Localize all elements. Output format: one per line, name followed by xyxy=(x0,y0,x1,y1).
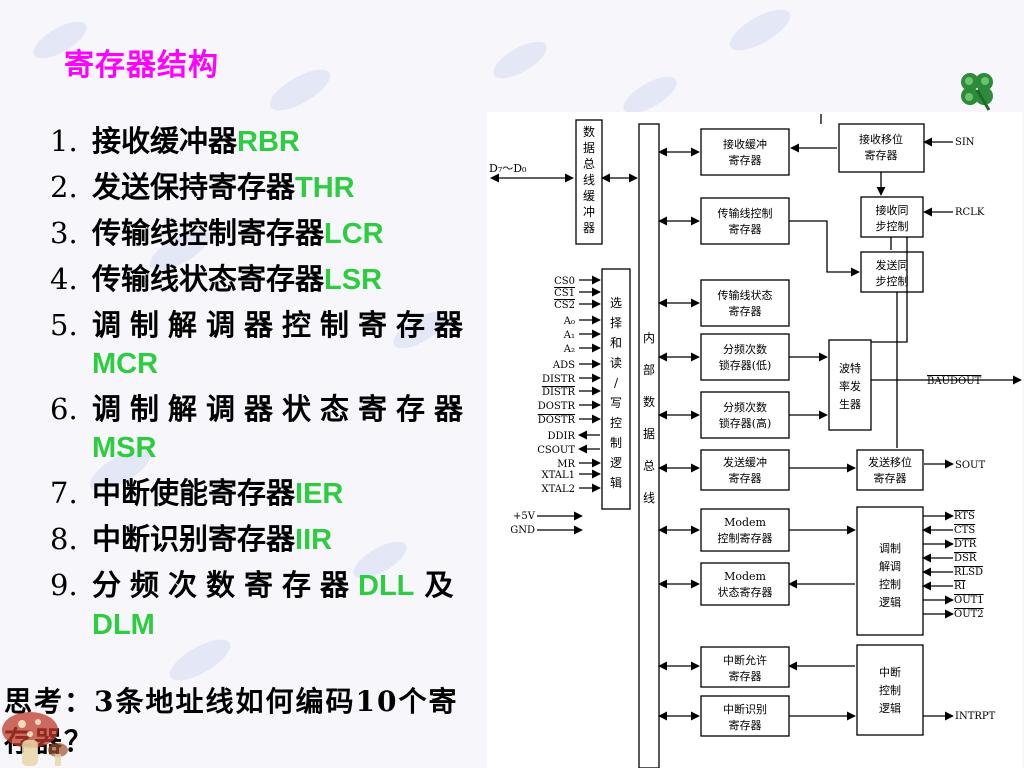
control-pin-label: DDIR xyxy=(547,431,575,442)
control-pin-label: CS0 xyxy=(554,276,575,287)
item-number: 8. xyxy=(50,522,78,556)
signal-modem-pin: RLSD xyxy=(954,567,983,578)
register-conjunction: 及 xyxy=(424,568,454,602)
mushroom-icon xyxy=(2,712,68,766)
block-dlm: 分频次数锁存器(高) xyxy=(719,400,772,430)
block-lsr: 传输线状态寄存器 xyxy=(718,288,773,318)
register-list: 1. 接收缓冲器RBR 2. 发送保持寄存器THR 3. 传输线控制寄存器LCR 4.… xyxy=(50,122,490,651)
control-pin-label: CS1 xyxy=(554,288,575,299)
block-rsr: 接收移位寄存器 xyxy=(859,132,903,162)
control-pin-label: CSOUT xyxy=(537,445,575,456)
register-item: 8. 中断识别寄存器IIR xyxy=(50,520,490,559)
control-pin-label: A₂ xyxy=(563,344,575,355)
register-abbr: LSR xyxy=(324,264,383,296)
block-tx-sync: 发送同步控制 xyxy=(876,258,909,288)
signal-modem-pin: RI xyxy=(954,581,966,592)
register-item: 2. 发送保持寄存器THR xyxy=(50,168,490,207)
signal-modem-pin: RTS xyxy=(954,511,975,522)
uart-block-diagram: 数据总线缓冲器 选择和读/写控制逻辑 内部数据总线 D₇～D₀ 接收缓冲寄存器接… xyxy=(489,114,1022,768)
block-dll: 分频次数锁存器(低) xyxy=(719,342,772,372)
control-pin-label: XTAL1 xyxy=(542,470,575,481)
item-number: 5. xyxy=(50,308,78,342)
register-item: 1. 接收缓冲器RBR xyxy=(50,122,490,161)
register-name: 调制解调器状态寄存器 xyxy=(92,392,473,426)
control-pin-label: DOSTR xyxy=(538,415,576,426)
buffer-label: 数据总线缓冲器 xyxy=(583,124,595,235)
block-tsr: 发送移位寄存器 xyxy=(868,455,912,485)
signal-modem-pin: CTS xyxy=(954,525,975,536)
control-pin-label: DISTR xyxy=(542,387,575,398)
power-pin-label: GND xyxy=(510,525,535,536)
question-text: 思考：3条地址线如何编码10个寄存器？ xyxy=(4,685,459,758)
data-bus-label: D₇～D₀ xyxy=(489,162,527,175)
control-pin-label: DISTR xyxy=(542,374,575,385)
register-name: 传输线控制寄存器 xyxy=(92,216,325,250)
signal-sin: SIN xyxy=(955,137,975,148)
register-abbr: MCR xyxy=(92,348,159,380)
internal-bus-label: 内部数据总线 xyxy=(643,331,655,505)
block-rbr: 接收缓冲寄存器 xyxy=(723,137,767,167)
signal-modem-pin: DSR xyxy=(954,553,977,564)
register-name: 中断使能寄存器 xyxy=(92,476,296,510)
register-abbr: RBR xyxy=(237,126,300,158)
item-number: 7. xyxy=(50,476,78,510)
signal-intrpt: INTRPT xyxy=(955,711,996,722)
item-number: 2. xyxy=(50,170,78,204)
item-number: 6. xyxy=(50,392,78,426)
control-pin-label: DOSTR xyxy=(538,401,576,412)
register-abbr: LCR xyxy=(324,218,384,250)
item-number: 4. xyxy=(50,262,78,296)
slide-title: 寄存器结构 xyxy=(64,48,219,83)
signal-modem-pin: OUT2 xyxy=(954,609,984,620)
control-pin-label: A₁ xyxy=(563,330,575,341)
item-number: 1. xyxy=(50,124,78,158)
register-item: 6. 调制解调器状态寄存器 MSR xyxy=(50,390,490,467)
block-modem-logic: 调制解调控制逻辑 xyxy=(879,542,901,609)
item-number: 9. xyxy=(50,568,78,602)
signal-modem-pin: DTR xyxy=(954,539,977,550)
register-abbr: IER xyxy=(295,478,344,510)
control-pin-label: ADS xyxy=(552,360,575,371)
register-name: 发送保持寄存器 xyxy=(92,170,296,204)
register-name: 调制解调器控制寄存器 xyxy=(92,308,473,342)
register-item: 9. 分频次数寄存器DLL 及 DLM xyxy=(50,566,490,644)
register-name: 分频次数寄存器 xyxy=(92,568,359,602)
register-name: 中断识别寄存器 xyxy=(92,522,296,556)
register-abbr: MSR xyxy=(92,432,157,464)
control-pin-label: CS2 xyxy=(554,300,575,311)
register-item: 7. 中断使能寄存器IER xyxy=(50,474,490,513)
register-item: 3. 传输线控制寄存器LCR xyxy=(50,214,490,253)
select-logic-label: 选择和读/写控制逻辑 xyxy=(610,296,622,490)
control-pin-label: XTAL2 xyxy=(542,484,575,495)
register-item: 4. 传输线状态寄存器LSR xyxy=(50,260,490,299)
register-abbr: THR xyxy=(295,172,355,204)
register-abbr: DLM xyxy=(92,609,155,641)
clover-icon xyxy=(961,73,993,111)
block-rx-sync: 接收同步控制 xyxy=(876,203,909,233)
register-abbr: DLL xyxy=(358,570,415,602)
block-iir: 中断识别寄存器 xyxy=(723,702,767,732)
block-lcr: 传输线控制寄存器 xyxy=(718,206,773,236)
signal-baudout: BAUDOUT xyxy=(927,376,982,387)
block-int-logic: 中断控制逻辑 xyxy=(879,665,901,715)
signal-modem-pin: OUT1 xyxy=(954,595,984,606)
item-number: 3. xyxy=(50,216,78,250)
register-name: 传输线状态寄存器 xyxy=(92,262,325,296)
control-pin-label: A₀ xyxy=(563,316,575,327)
register-abbr: IIR xyxy=(295,524,333,556)
block-baud: 波特率发生器 xyxy=(839,361,861,411)
register-name: 接收缓冲器 xyxy=(92,124,238,158)
signal-rclk: RCLK xyxy=(955,207,985,218)
power-pin-label: +5V xyxy=(513,511,536,522)
control-pin-label: MR xyxy=(557,459,575,470)
block-ier: 中断允许寄存器 xyxy=(723,653,767,683)
signal-sout: SOUT xyxy=(955,460,985,471)
block-thr: 发送缓冲寄存器 xyxy=(723,455,767,485)
register-item: 5. 调制解调器控制寄存器 MCR xyxy=(50,306,490,383)
